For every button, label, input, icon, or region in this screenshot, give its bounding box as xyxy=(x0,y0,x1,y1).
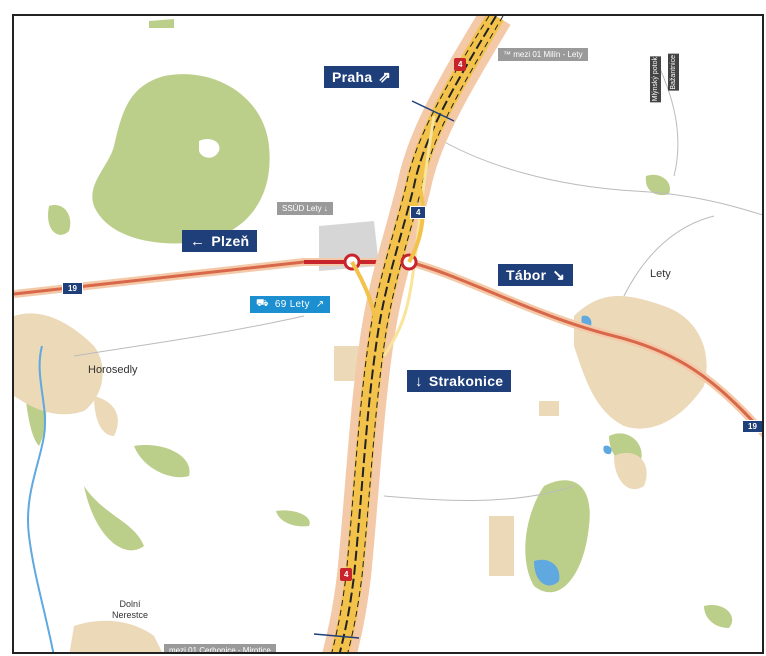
place-dolni-nerestce-line2: Nerestce xyxy=(112,610,149,620)
minor-road-west xyxy=(73,315,305,357)
place-horosedly: Horosedly xyxy=(88,364,138,376)
sign-plzen: ← Plzeň xyxy=(182,230,258,252)
label-section-bottom: mezi 01 Cerhonice - Mirotice xyxy=(164,644,276,652)
minor-road-south xyxy=(383,485,575,501)
vertical-label-a: Mlýnský potok xyxy=(650,56,661,103)
sign-strakonice-label: Strakonice xyxy=(428,373,504,389)
road-number-19-left: 19 xyxy=(62,282,83,295)
forest-patch-top xyxy=(149,19,174,28)
forest-patch-west xyxy=(48,205,71,235)
road-number-19-right: 19 xyxy=(742,420,762,433)
place-dolni-nerestce-line1: Dolní xyxy=(119,599,141,609)
road-19-line xyxy=(14,260,762,434)
motorway-number-mid: 4 xyxy=(410,206,427,219)
map-canvas[interactable] xyxy=(14,16,764,654)
ramp-northeast xyxy=(407,185,425,263)
map-frame: Praha ⇗ ← Plzeň Tábor ↘ ↓ Strakonice ⛟ 6… xyxy=(12,14,764,654)
forest-patch-center xyxy=(134,445,190,478)
forest-patch-sw xyxy=(84,486,144,551)
arrow-left-icon: ← xyxy=(190,232,206,250)
place-dolni-nerestce: Dolní Nerestce xyxy=(112,599,148,621)
built-up-east-small xyxy=(539,401,559,416)
sign-tabor-label: Tábor xyxy=(506,267,547,283)
label-section-top: ™ mezi 01 Milín - Lety xyxy=(498,48,588,61)
arrow-southeast-icon: ↘ xyxy=(552,266,566,284)
forest-patch-se xyxy=(704,605,733,628)
sign-exit-lety: ⛟ 69 Lety ↗ xyxy=(250,296,331,313)
motorway-number-bottom: 4 xyxy=(340,568,353,581)
motorway-d4-right-edge xyxy=(347,16,504,652)
sign-praha-label: Praha xyxy=(332,69,373,85)
built-up-lety-2 xyxy=(614,452,647,490)
exit-icon: ⛟ xyxy=(256,298,269,309)
arrow-northeast-small-icon: ↗ xyxy=(315,298,325,310)
built-up-west-strip xyxy=(94,396,118,436)
minor-road-north xyxy=(433,135,762,216)
built-up-center xyxy=(334,346,359,381)
built-up-dolni-nerestce xyxy=(69,620,162,652)
motorway-d4-left-edge xyxy=(331,16,490,652)
sign-praha: Praha ⇗ xyxy=(324,66,400,88)
vertical-label-b: Bažantnice xyxy=(668,54,679,91)
sign-plzen-label: Plzeň xyxy=(211,233,250,249)
forest-area-northwest xyxy=(92,74,270,244)
forest-clearing xyxy=(199,139,220,158)
label-ssud: SSÚD Lety ↓ xyxy=(277,202,333,215)
built-up-lety xyxy=(574,296,707,429)
sign-exit-lety-label: 69 Lety xyxy=(274,299,310,310)
sign-tabor: Tábor ↘ xyxy=(498,264,574,286)
pond-tiny xyxy=(603,445,612,455)
forest-patch-mid xyxy=(276,510,310,527)
ramp-southwest xyxy=(350,260,378,327)
built-up-horosedly xyxy=(14,313,103,415)
section-boundary-north xyxy=(411,100,455,122)
river xyxy=(27,345,55,652)
motorway-number-top: 4 xyxy=(454,58,467,71)
pond-large xyxy=(534,559,560,586)
built-up-south xyxy=(489,516,514,576)
arrow-northeast-icon: ⇗ xyxy=(378,68,392,86)
sign-strakonice: ↓ Strakonice xyxy=(407,370,512,392)
forest-patch-ne xyxy=(645,174,670,196)
minor-road-lety xyxy=(623,215,715,297)
section-boundary-south xyxy=(313,633,360,639)
arrow-down-icon: ↓ xyxy=(415,372,423,390)
place-lety: Lety xyxy=(650,268,671,280)
